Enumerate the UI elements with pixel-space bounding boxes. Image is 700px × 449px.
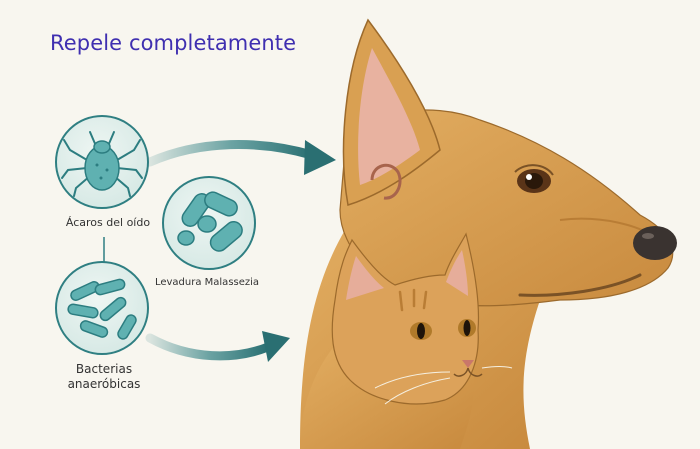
arrow-icon (145, 140, 336, 175)
pathogen-label-yeast: Levadura Malassezia (154, 277, 260, 288)
bacteria-icon (55, 261, 149, 355)
cat-head-illustration (300, 232, 513, 449)
yeast-icon (162, 176, 256, 270)
pathogen-label-bacteria-line2: anaeróbicas (67, 377, 141, 391)
mite-icon (55, 115, 149, 209)
arrow-icon (145, 331, 290, 362)
page-title: Repele completamente (50, 31, 297, 55)
pathogen-label-bacteria-line1: Bacterias (75, 362, 133, 376)
pathogen-label-mites: Ácaros del oído (65, 216, 151, 229)
pathogen-label-bacteria: Bacterias anaeróbicas (49, 362, 159, 392)
